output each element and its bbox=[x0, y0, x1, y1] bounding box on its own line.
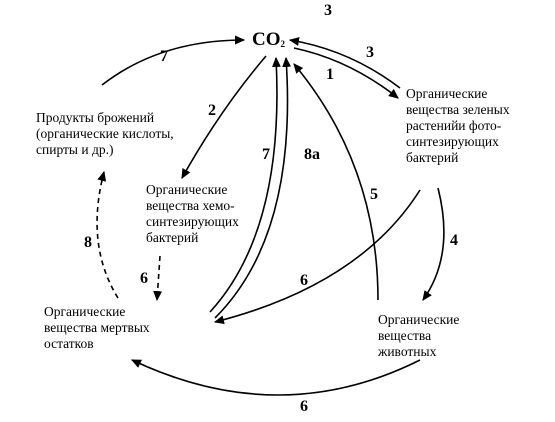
node-green-plants: Органические вещества зеленых растенийи … bbox=[406, 86, 510, 166]
arrow-4-plants-to-animals bbox=[422, 187, 445, 301]
arrow-3-plants-to-co2 bbox=[288, 37, 401, 89]
co2-label: CO2 bbox=[252, 29, 285, 50]
arrow-2-co2-to-chemo bbox=[181, 55, 267, 179]
number-8: 8 bbox=[84, 234, 92, 251]
arrow-1-co2-to-plants bbox=[293, 47, 399, 99]
number-6-left: 6 bbox=[140, 270, 148, 287]
arrow-6-animals-to-dead bbox=[130, 359, 421, 396]
number-7-mid: 7 bbox=[262, 146, 270, 163]
node-chemo-line-3: синтезирующих bbox=[146, 214, 239, 229]
node-green-plants-line-2: вещества зеленых bbox=[406, 102, 510, 117]
node-fermentation-line-1: Продукты брожений bbox=[36, 110, 155, 125]
node-green-plants-line-3: растенийи фото- bbox=[406, 118, 502, 133]
number-5: 5 bbox=[370, 186, 378, 203]
node-animals-line-2: вещества bbox=[378, 328, 432, 343]
node-fermentation-line-2: (органические кислоты, bbox=[36, 126, 174, 141]
node-dead-remains: Органические вещества мертвых остатков bbox=[44, 304, 150, 352]
number-2: 2 bbox=[208, 102, 216, 119]
node-green-plants-line-4: синтезирующих bbox=[406, 134, 499, 149]
number-3: 3 bbox=[366, 44, 374, 61]
node-chemo-line-1: Органические bbox=[146, 182, 228, 197]
number-1: 1 bbox=[326, 66, 334, 83]
arrow-5-animals-to-co2 bbox=[293, 63, 379, 301]
node-chemo-line-2: вещества хемо- bbox=[146, 198, 235, 213]
arrow-6-plants-to-dead bbox=[213, 189, 421, 325]
node-fermentation-products: Продукты брожений (органические кислоты,… bbox=[36, 110, 174, 158]
number-4: 4 bbox=[450, 232, 458, 249]
arrow-8a-dead-to-co2 bbox=[214, 56, 292, 319]
number-6-mid: 6 bbox=[300, 272, 308, 289]
node-animals-line-1: Органические bbox=[378, 312, 460, 327]
arrow-8-dead-to-fermentation bbox=[96, 170, 119, 299]
number-top-3: 3 bbox=[324, 2, 332, 19]
arrow-7-dead-to-co2 bbox=[209, 56, 281, 313]
node-animals-line-3: животных bbox=[378, 344, 437, 359]
node-animals: Органические вещества животных bbox=[378, 312, 459, 360]
arrow-7-fermentation-to-co2 bbox=[101, 35, 246, 86]
node-fermentation-line-3: спирты и др.) bbox=[36, 142, 114, 157]
node-dead-line-3: остатков bbox=[44, 336, 94, 351]
arrow-6-chemo-to-dead bbox=[153, 255, 163, 302]
number-7-top: 7 bbox=[160, 48, 168, 65]
node-dead-line-1: Органические bbox=[44, 304, 126, 319]
number-8a: 8а bbox=[304, 146, 320, 163]
node-chemo-line-4: бактерий bbox=[146, 230, 199, 245]
node-chemosynthetic-bacteria: Органические вещества хемо- синтезирующи… bbox=[146, 182, 239, 246]
number-6-bottom: 6 bbox=[300, 398, 308, 415]
node-green-plants-line-1: Органические bbox=[406, 86, 488, 101]
node-dead-line-2: вещества мертвых bbox=[44, 320, 150, 335]
node-green-plants-line-5: бактерий bbox=[406, 150, 459, 165]
